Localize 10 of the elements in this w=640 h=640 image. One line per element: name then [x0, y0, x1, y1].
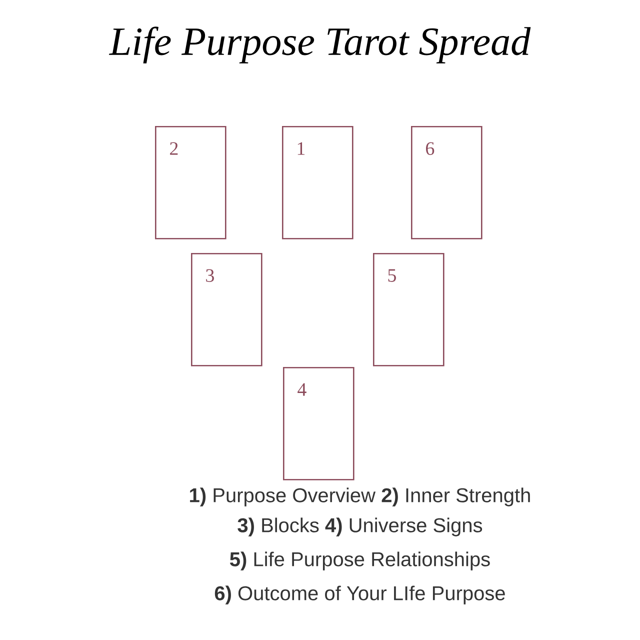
tarot-card: 6: [411, 126, 482, 240]
title: Life Purpose Tarot Spread: [108, 26, 531, 64]
tarot-card: 2: [155, 126, 226, 240]
tarot-card: 5: [373, 253, 444, 366]
tarot-card: 1: [282, 126, 354, 240]
tarot-card: 3: [191, 253, 262, 366]
legend-line: 6) Outcome of Your LIfe Purpose: [214, 586, 505, 604]
legend-line: 3) Blocks 4) Universe Signs: [238, 518, 482, 536]
legend-line: 5) Life Purpose Relationships: [230, 552, 490, 570]
tarot-card: 4: [283, 367, 354, 480]
